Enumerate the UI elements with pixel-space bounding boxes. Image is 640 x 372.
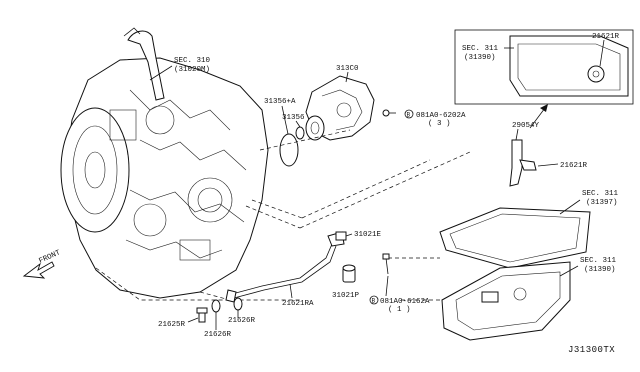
label-31021p: 31021P [332, 292, 360, 300]
label-bolt1-qty: ( 3 ) [428, 120, 451, 128]
label-sec310-sub: (31020M) [174, 66, 210, 74]
bolt1-marker [404, 109, 414, 119]
label-31356: 31356 [282, 114, 305, 122]
washer-21626r-a [233, 297, 243, 311]
label-29054y: 29054Y [512, 122, 540, 130]
label-bolt2-code: 081A0-6162A [380, 298, 430, 306]
pan-gasket [439, 207, 591, 269]
diagram-id: J31300TX [568, 345, 615, 355]
hose-29054y [509, 139, 537, 187]
oil-pan [441, 261, 571, 341]
label-sec311-b: SEC. 311 [582, 190, 619, 198]
label-bolt1-code: 081A0-6202A [416, 112, 466, 120]
bolt-081a0-6202a [382, 109, 396, 117]
bolt2-marker [369, 295, 379, 305]
label-21626r-b: 21626R [204, 331, 232, 339]
bolt-081a0-6162a [382, 253, 390, 275]
label-31356a: 31356+A [264, 98, 296, 106]
label-bolt2-qty: ( 1 ) [388, 306, 411, 314]
label-313c0: 313C0 [336, 65, 359, 73]
front-arrow-icon [22, 261, 55, 279]
washer-21626r-b [211, 299, 221, 313]
label-sec311-c: SEC. 311 [580, 257, 617, 265]
label-21626r-a: 21626R [228, 317, 256, 325]
label-sec311-c-sub: (31390) [584, 266, 616, 274]
part-313c0-drawing [305, 75, 375, 141]
fitting-31021e [335, 231, 347, 241]
label-21625r: 21625R [158, 321, 186, 329]
label-21621r-a: 21621R [592, 33, 620, 41]
label-21621ra: 21621RA [282, 300, 314, 308]
plug-31021p [342, 264, 356, 283]
bolt2-marker-letter: B [372, 298, 376, 305]
label-sec311-a-sub: (31390) [464, 54, 496, 62]
bolt1-marker-letter: B [407, 112, 411, 119]
inset-box [454, 29, 634, 105]
o-ring-31356 [295, 126, 305, 140]
label-31021e: 31021E [354, 231, 382, 239]
label-sec310: SEC. 310 [174, 57, 211, 65]
label-21621r-b: 21621R [560, 162, 588, 170]
transmission-assembly [60, 27, 269, 299]
o-ring-31356a [279, 133, 299, 167]
label-sec311-a: SEC. 311 [462, 45, 499, 53]
label-sec311-b-sub: (31397) [586, 199, 618, 207]
bolt-21625r [196, 307, 208, 323]
